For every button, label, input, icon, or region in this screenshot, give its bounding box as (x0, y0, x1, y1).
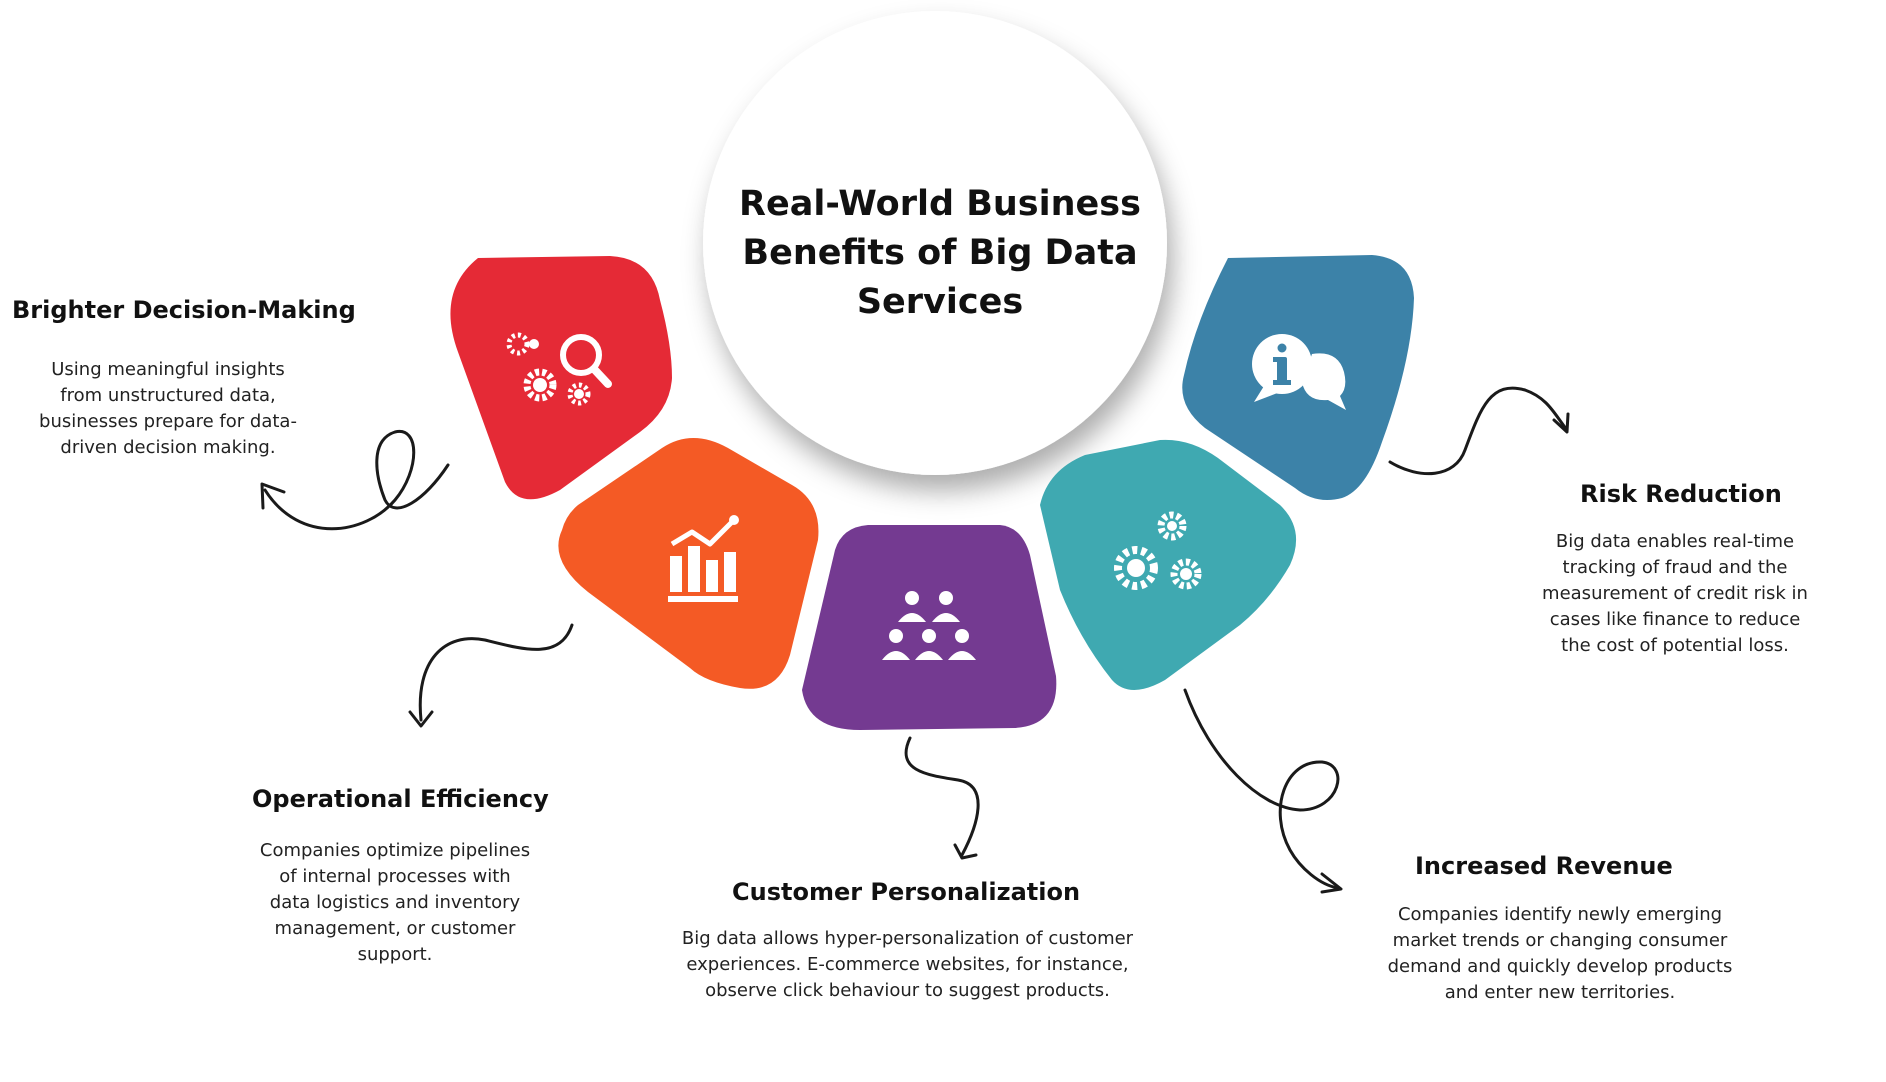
benefit-line: data logistics and inventory (269, 892, 521, 913)
diagram-title-line-1: Real-World Business (739, 184, 1141, 224)
petal-increased-revenue (1040, 439, 1297, 690)
benefit-line: support. (357, 944, 433, 965)
benefit-line: businesses prepare for data- (39, 411, 297, 432)
benefit-title-customer-personalization: Customer Personalization (732, 878, 1081, 906)
info-chat-icon (1252, 334, 1346, 410)
arrowhead-risk-reduction (1552, 412, 1570, 434)
benefit-line: driven decision making. (60, 437, 276, 458)
diagram-title-line-3: Services (856, 282, 1024, 322)
diagram-title-line-2: Benefits of Big Data (742, 233, 1138, 273)
arrow-increased-revenue (1183, 688, 1340, 890)
benefit-text-risk-reduction: Big data enables real-time tracking of f… (1525, 529, 1825, 659)
benefit-line: measurement of credit risk in (1542, 583, 1808, 604)
benefit-line: Using meaningful insights (51, 359, 285, 380)
benefit-text-operational-efficiency: Companies optimize pipelines of internal… (245, 838, 545, 968)
audience-icon (882, 591, 976, 660)
benefit-line: Companies optimize pipelines (259, 840, 531, 861)
gears-search-icon (506, 332, 612, 406)
diagram-title: Real-World Business Benefits of Big Data… (720, 180, 1160, 327)
arrowhead-operational-efficiency (408, 710, 434, 728)
benefit-line: experiences. E-commerce websites, for in… (686, 954, 1129, 975)
gears-icon (1114, 511, 1202, 590)
arrowhead-customer-personalization (953, 843, 978, 860)
benefit-line: Companies identify newly emerging (1397, 904, 1723, 925)
benefit-line: cases like finance to reduce (1549, 609, 1801, 630)
arrowhead-decision-making (260, 482, 286, 510)
benefit-text-decision-making: Using meaningful insights from unstructu… (18, 357, 318, 461)
benefit-text-increased-revenue: Companies identify newly emerging market… (1365, 902, 1755, 1006)
benefit-line: demand and quickly develop products (1387, 956, 1733, 977)
benefit-line: the cost of potential loss. (1561, 635, 1789, 656)
benefit-line: market trends or changing consumer (1392, 930, 1728, 951)
arrow-customer-personalization (904, 736, 980, 857)
benefit-title-increased-revenue: Increased Revenue (1415, 852, 1673, 880)
benefit-line: from unstructured data, (60, 385, 276, 406)
benefit-line: Big data enables real-time (1555, 531, 1795, 552)
petal-decision-making (450, 256, 672, 500)
benefit-text-customer-personalization: Big data allows hyper-personalization of… (650, 926, 1165, 1004)
arrowhead-increased-revenue (1320, 872, 1343, 894)
benefit-line: and enter new territories. (1444, 982, 1676, 1003)
benefit-line: management, or customer (274, 918, 516, 939)
benefit-line: observe click behaviour to suggest produ… (705, 980, 1110, 1001)
connector-arrows (260, 386, 1570, 894)
benefit-title-decision-making: Brighter Decision-Making (12, 296, 356, 324)
benefit-line: tracking of fraud and the (1562, 557, 1788, 578)
arrow-risk-reduction (1388, 386, 1569, 476)
arrow-operational-efficiency (418, 623, 574, 722)
petal-customer-personalization (802, 525, 1057, 730)
center-circle (703, 11, 1167, 475)
bar-chart-icon (668, 515, 739, 602)
benefit-line: of internal processes with (279, 866, 511, 887)
arrow-decision-making (263, 430, 450, 531)
benefit-title-risk-reduction: Risk Reduction (1580, 480, 1782, 508)
benefit-line: Big data allows hyper-personalization of… (681, 928, 1134, 949)
benefit-title-operational-efficiency: Operational Efficiency (252, 785, 549, 813)
